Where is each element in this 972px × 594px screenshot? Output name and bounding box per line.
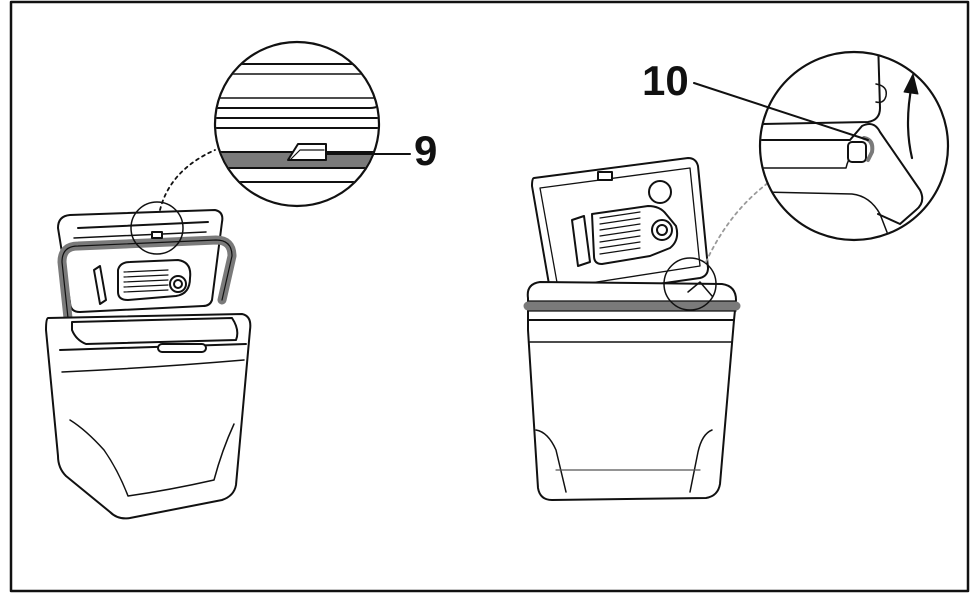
release-button: [847, 141, 867, 163]
left-magnifier: [213, 40, 411, 208]
left-body: [45, 313, 252, 520]
left-detail-marker: [130, 201, 184, 255]
right-magnifier: [693, 50, 950, 242]
left-dotted-leader: [159, 149, 216, 211]
right-cooler-illustration: [523, 157, 773, 501]
right-fan-module: [591, 205, 679, 265]
frame-border: [9, 0, 970, 593]
leader-line-10: [693, 82, 869, 141]
right-detail-marker: [663, 257, 717, 311]
latch-part: [287, 143, 327, 161]
callout-label-10: 10: [642, 57, 689, 104]
left-cooler-illustration: [45, 149, 252, 520]
right-body: [527, 319, 735, 501]
right-dotted-leader: [705, 179, 773, 263]
callout-label-9: 9: [414, 127, 438, 174]
